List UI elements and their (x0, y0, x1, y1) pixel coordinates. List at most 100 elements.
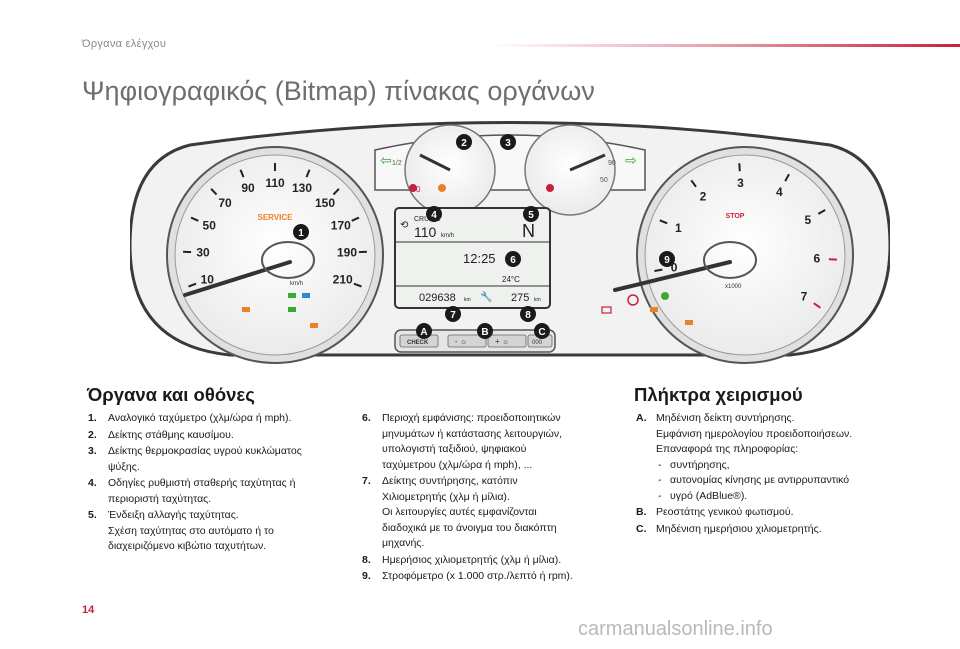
svg-text:5: 5 (528, 210, 534, 221)
dial-tick-label: 5 (804, 213, 811, 227)
item-text: περιοριστή ταχύτητας. (108, 492, 212, 505)
cruise-mode: CRUISE (414, 216, 441, 223)
wrench-icon: 🔧 (480, 290, 492, 303)
dial-tick-label: 70 (218, 196, 232, 210)
dial-tick-label: 0 (671, 261, 678, 275)
item-text: Ημερήσιος χιλιομετρητής (χλμ ή μίλια). (382, 553, 562, 566)
callout-4: 4 (426, 206, 442, 222)
item-key: C. (636, 522, 647, 535)
dial-tick-label: 4 (776, 185, 783, 199)
light-orange-1 (242, 307, 250, 312)
callout-2: 2 (456, 134, 472, 150)
list-item: 1.Αναλογικό ταχύμετρο (χλμ/ώρα ή mph). (88, 411, 348, 427)
item-key: 4. (88, 477, 97, 489)
item-text: Περιοχή εμφάνισης: προειδοποιητικών (382, 412, 561, 424)
svg-text:C: C (538, 327, 545, 338)
dial-tick-label: 90 (241, 181, 255, 195)
fuel-mark-half: 1/2 (392, 160, 402, 167)
dial-tick-mark (813, 302, 821, 309)
stop-label: STOP (726, 213, 745, 220)
callout-1: 1 (293, 224, 309, 240)
check-button-label: CHECK (407, 340, 429, 346)
watermark: carmanualsonline.info (578, 618, 773, 640)
service-label: SERVICE (258, 213, 294, 222)
section-label: Όργανα ελέγχου (82, 38, 167, 50)
speedometer-hub (261, 241, 315, 279)
item-text: ταχύμετρου (χλμ/ώρα ή mph), ... (382, 458, 533, 471)
fuel-mark-0: 0 (416, 185, 421, 194)
item-text: Ένδειξη αλλαγής ταχύτητας. (108, 509, 239, 521)
speedo-unit: km/h (290, 281, 303, 287)
fuel-warning-light (409, 184, 417, 192)
item-text: Οδηγίες ρυθμιστή σταθερής ταχύτητας ή (108, 477, 296, 489)
svg-text:7: 7 (450, 310, 456, 321)
item-text: Δείκτης στάθμης καυσίμου. (108, 428, 234, 441)
cruise-icon: ⟲ (400, 220, 409, 231)
dial-tick-mark (351, 216, 360, 222)
dial-tick-mark (654, 268, 663, 272)
range: 275 (511, 292, 529, 304)
dial-tick-label: 3 (737, 176, 744, 190)
range-unit: km (534, 297, 541, 303)
item-text: Δείκτης συντήρησης, κατόπιν (382, 475, 518, 487)
light-green-1 (288, 293, 296, 298)
list-item: C.Μηδένιση ημερήσιου χιλιομετρητής. (636, 522, 926, 538)
dial-tick-label: 190 (337, 246, 357, 260)
page-title: Ψηφιογραφικός (Bitmap) πίνακας οργάνων (82, 76, 595, 106)
temp-needle (569, 153, 606, 172)
list-item: 5.Ένδειξη αλλαγής ταχύτητας.Σχέση ταχύτη… (88, 508, 348, 555)
item-text: ψύξης. (108, 460, 140, 473)
light-green-2 (288, 307, 296, 312)
dial-tick-mark (659, 219, 668, 225)
dial-tick-mark (690, 179, 697, 188)
list-item: 9.Στροφόμετρο (x 1.000 στρ./λεπτό ή rpm)… (362, 569, 622, 585)
instruments-heading: Όργανα και οθόνες (87, 384, 255, 405)
svg-text:6: 6 (510, 255, 516, 266)
dial-tick-mark (817, 209, 826, 215)
dial-tick-mark (210, 188, 218, 196)
turn-right-icon: ⇨ (625, 152, 637, 168)
dial-tick-label: 110 (265, 176, 285, 190)
dial-tick-mark (784, 173, 790, 182)
dial-tick-label: 150 (315, 196, 335, 210)
speedometer-needle (183, 260, 292, 297)
tachometer-needle (613, 260, 732, 292)
dim-plus-label: + ☼ (495, 337, 509, 346)
dial-tick-label: 210 (333, 273, 353, 287)
callout-a: A (416, 323, 432, 339)
trip-reset-label: 000 (532, 340, 543, 346)
dial-tick-label: 7 (801, 289, 808, 303)
dim-plus-button (487, 334, 527, 348)
item-text: Σχέση ταχύτητας στο αυτόματο ή το (108, 524, 274, 537)
dial-tick-mark (305, 169, 311, 178)
item-text: υπολογιστή ταξιδιού, ψηφιακού (382, 443, 527, 455)
dial-tick-mark (738, 163, 741, 172)
item-key: B. (636, 506, 647, 518)
dial-tick-mark (190, 216, 199, 222)
gear-indicator: N (522, 221, 535, 241)
callout-8: 8 (520, 306, 536, 322)
svg-text:1: 1 (298, 228, 304, 239)
dim-minus-label: - ☼ (455, 337, 467, 346)
light-blue-1 (302, 293, 310, 298)
dial-tick-label: 6 (814, 252, 821, 266)
item-text: μηχανής. (382, 537, 425, 549)
light-red-1 (627, 294, 639, 306)
item-text: διαδοχικά με το άνοιγμα του διακόπτη (382, 521, 557, 534)
callout-5: 5 (523, 206, 539, 222)
item-text: Αναλογικό ταχύμετρο (χλμ/ώρα ή mph). (108, 412, 292, 424)
callout-7: 7 (445, 306, 461, 322)
item-text: Εμφάνιση ημερολογίου προειδοποιήσεων. (656, 427, 853, 440)
item-text: Ρεοστάτης γενικού φωτισμού. (656, 506, 794, 518)
callout-b: B (477, 323, 493, 339)
item-text: Οι λειτουργίες αυτές εμφανίζονται (382, 506, 537, 518)
item-subpoint: υγρό (AdBlue®). (656, 489, 926, 505)
dial-tick-mark (353, 282, 362, 288)
item-key: 7. (362, 475, 371, 487)
svg-text:4: 4 (431, 210, 437, 221)
glow-plug-light (438, 184, 446, 192)
controls-heading: Πλήκτρα χειρισμού (634, 384, 803, 405)
